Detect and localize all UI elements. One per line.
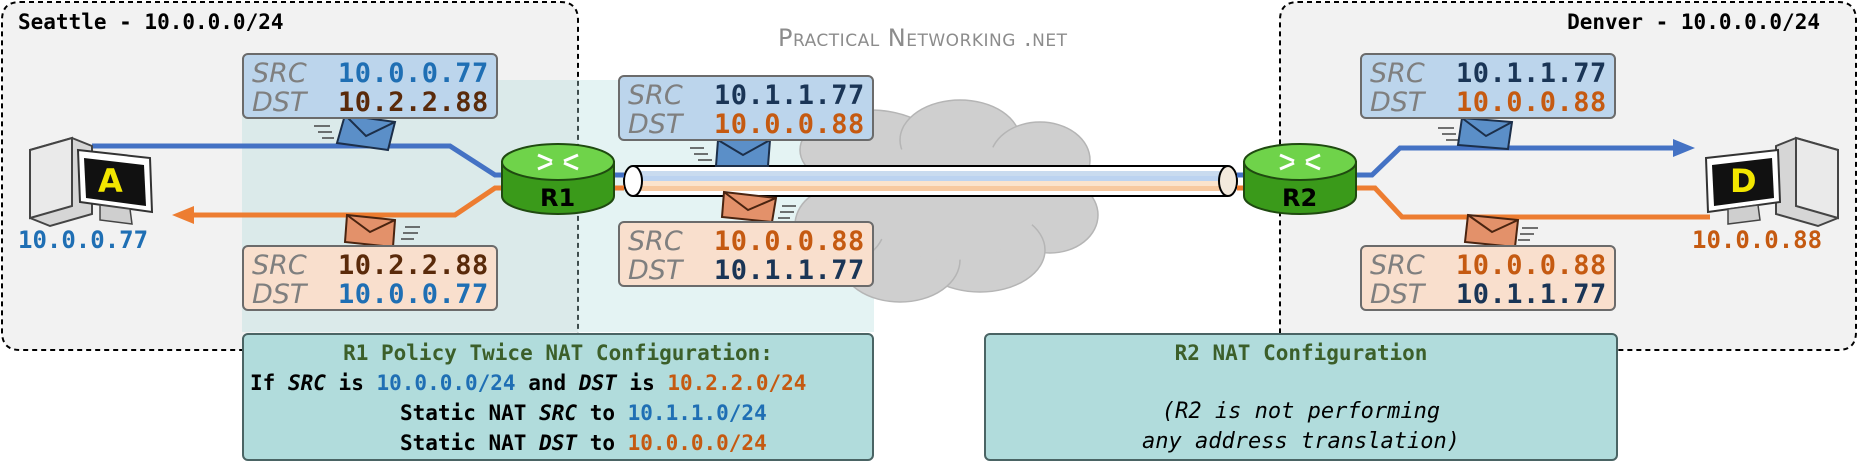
action-1-pre: Static NAT — [400, 401, 527, 425]
envelope-icon-denver-out — [1463, 213, 1538, 249]
cond-is-2: is — [629, 371, 655, 395]
cond-dst-key: DST — [578, 371, 617, 395]
packet-denver-out: SRC 10.0.0.88 DST 10.1.1.77 — [1360, 245, 1616, 311]
cond-is-1: is — [338, 371, 364, 395]
r1-config-title: R1 Policy Twice NAT Configuration: — [343, 341, 773, 365]
r1-nat-config-box: R1 Policy Twice NAT Configuration: If SR… — [242, 333, 874, 461]
packet-src-key: SRC — [628, 226, 683, 257]
host-d-letter: D — [1730, 162, 1757, 200]
envelope-icon-wan-out — [690, 139, 772, 167]
packet-src-ip: 10.0.0.88 — [714, 226, 865, 257]
host-d-computer-icon — [1704, 136, 1839, 228]
denver-site-label: Denver - 10.0.0.0/24 — [1567, 10, 1820, 34]
packet-src-ip: 10.2.2.88 — [338, 250, 489, 281]
r1-config-action-dst: Static NAT DST to 10.0.0.0/24 — [400, 431, 767, 455]
packet-wan-out: SRC 10.1.1.77 DST 10.0.0.88 — [618, 75, 874, 141]
packet-dst-key: DST — [628, 109, 683, 140]
packet-wan-in: SRC 10.0.0.88 DST 10.1.1.77 — [618, 221, 874, 287]
r2-config-line-1: (R2 is not performing — [1161, 399, 1441, 424]
packet-denver-in: SRC 10.1.1.77 DST 10.0.0.88 — [1360, 53, 1616, 119]
wan-tunnel — [530, 165, 1250, 197]
r2-config-title: R2 NAT Configuration — [1174, 341, 1428, 365]
action-2-pre: Static NAT — [400, 431, 527, 455]
packet-dst-ip: 10.0.0.88 — [714, 109, 865, 140]
host-a-computer-icon — [29, 136, 154, 228]
action-1-key: SRC — [539, 401, 578, 425]
router-r1-label: R1 — [540, 184, 576, 212]
action-2-to: to — [589, 431, 615, 455]
cond-src-key: SRC — [287, 371, 326, 395]
packet-dst-key: DST — [252, 279, 307, 310]
packet-src-ip: 10.0.0.77 — [338, 58, 489, 89]
r2-config-line-2: any address translation) — [1142, 429, 1460, 454]
packet-dst-key: DST — [252, 87, 307, 118]
packet-dst-key: DST — [628, 255, 683, 286]
flow-arrowhead-in — [172, 206, 194, 224]
packet-dst-ip: 10.0.0.77 — [338, 279, 489, 310]
packet-src-ip: 10.1.1.77 — [1456, 58, 1607, 89]
cond-if: If — [250, 371, 276, 395]
packet-src-key: SRC — [252, 58, 307, 89]
host-a-letter: A — [98, 162, 123, 200]
router-r2-icon — [1243, 143, 1357, 215]
r1-config-condition: If SRC is 10.0.0.0/24 and DST is 10.2.2.… — [250, 371, 806, 395]
flow-arrowhead-out — [1673, 139, 1695, 157]
r2-nat-config-box: R2 NAT Configuration (R2 is not performi… — [984, 333, 1618, 461]
host-d-ip: 10.0.0.88 — [1692, 226, 1823, 254]
action-1-to: to — [589, 401, 615, 425]
packet-src-ip: 10.1.1.77 — [714, 80, 865, 111]
router-r1-icon — [501, 143, 615, 215]
packet-dst-ip: 10.2.2.88 — [338, 87, 489, 118]
envelope-icon-seattle-out — [314, 113, 397, 152]
packet-src-key: SRC — [252, 250, 307, 281]
packet-src-ip: 10.0.0.88 — [1456, 250, 1607, 281]
envelope-icon-denver-in — [1438, 116, 1514, 151]
packet-src-key: SRC — [1370, 250, 1425, 281]
action-2-net: 10.0.0.0/24 — [627, 431, 767, 455]
flow-line-out-denver — [1355, 145, 1680, 178]
packet-dst-ip: 10.1.1.77 — [1456, 279, 1607, 310]
packet-dst-ip: 10.1.1.77 — [714, 255, 865, 286]
packet-dst-key: DST — [1370, 279, 1425, 310]
brand-watermark: Practical Networking .net — [778, 24, 1068, 52]
cond-src-net: 10.0.0.0/24 — [376, 371, 516, 395]
seattle-site-label: Seattle - 10.0.0.0/24 — [18, 10, 284, 34]
packet-src-key: SRC — [1370, 58, 1425, 89]
packet-src-key: SRC — [628, 80, 683, 111]
router-r2-label: R2 — [1282, 184, 1318, 212]
cond-dst-net: 10.2.2.0/24 — [667, 371, 807, 395]
packet-dst-ip: 10.0.0.88 — [1456, 87, 1607, 118]
cond-and: and — [528, 371, 567, 395]
action-1-net: 10.1.1.0/24 — [627, 401, 767, 425]
r1-config-action-src: Static NAT SRC to 10.1.1.0/24 — [400, 401, 767, 425]
flow-line-in-denver — [1355, 185, 1710, 220]
host-a-ip: 10.0.0.77 — [18, 226, 149, 254]
packet-seattle-out: SRC 10.0.0.77 DST 10.2.2.88 — [242, 53, 498, 119]
packet-seattle-in: SRC 10.2.2.88 DST 10.0.0.77 — [242, 245, 498, 311]
packet-dst-key: DST — [1370, 87, 1425, 118]
action-2-key: DST — [539, 431, 578, 455]
